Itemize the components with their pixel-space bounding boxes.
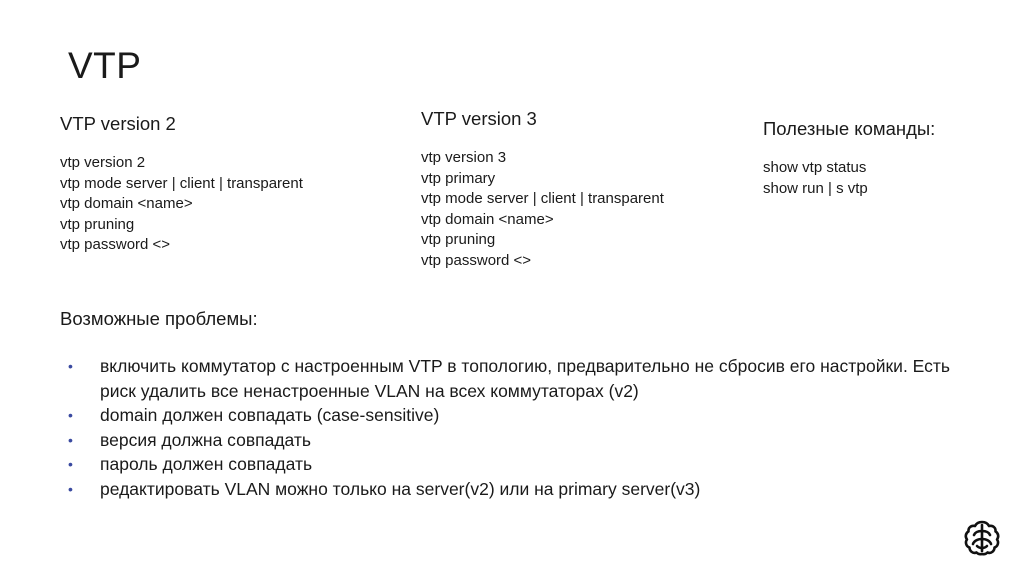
vtp-v2-section: VTP version 2 vtp version 2 vtp mode ser… <box>60 112 303 256</box>
useful-commands-section: Полезные команды: show vtp status show r… <box>763 117 935 199</box>
list-item-text: пароль должен совпадать <box>100 454 313 475</box>
vtp-v3-section: VTP version 3 vtp version 3 vtp primary … <box>421 107 664 272</box>
list-item: • редактировать VLAN можно только на ser… <box>68 477 968 502</box>
list-item: • domain должен совпадать (case-sensitiv… <box>68 403 968 428</box>
slide-title: VTP <box>68 45 142 86</box>
bullet-icon: • <box>68 431 73 448</box>
command-line: vtp mode server | client | transparent <box>60 174 303 192</box>
useful-commands-heading: Полезные команды: <box>763 118 936 139</box>
command-line: show run | s vtp <box>763 179 868 197</box>
list-item: • версия должна совпадать <box>68 428 968 453</box>
bullet-icon: • <box>68 456 73 473</box>
problems-heading: Возможные проблемы: <box>60 308 258 329</box>
brain-logo-icon <box>962 518 1002 558</box>
command-line: vtp version 2 <box>60 154 146 171</box>
command-line: show vtp status <box>763 159 867 176</box>
command-line: vtp password <> <box>60 236 171 254</box>
vtp-v2-command-list: vtp version 2 vtp mode server | client |… <box>60 153 303 256</box>
list-item-text: редактировать VLAN можно только на serve… <box>100 478 701 499</box>
command-line: vtp mode server | client | transparent <box>421 190 664 208</box>
vtp-v2-heading: VTP version 2 <box>60 113 176 134</box>
bullet-icon: • <box>68 480 73 497</box>
command-line: vtp password <> <box>421 251 532 269</box>
command-line: vtp version 3 <box>421 149 507 166</box>
bullet-icon: • <box>68 407 73 424</box>
list-item-text: версия должна совпадать <box>100 429 312 450</box>
list-item: • включить коммутатор с настроенным VTP … <box>68 354 968 403</box>
problems-list: • включить коммутатор с настроенным VTP … <box>68 354 968 502</box>
list-item-text: domain должен совпадать (case-sensitive) <box>100 405 440 426</box>
list-item: • пароль должен совпадать <box>68 452 968 477</box>
command-line: vtp pruning <box>421 231 496 249</box>
bullet-icon: • <box>68 358 73 374</box>
command-line: vtp pruning <box>60 215 135 233</box>
list-item-text: включить коммутатор с настроенным VTP в … <box>100 356 951 401</box>
command-line: vtp domain <name> <box>60 195 193 213</box>
useful-command-list: show vtp status show run | s vtp <box>763 158 935 199</box>
vtp-v3-heading: VTP version 3 <box>421 108 537 129</box>
command-line: vtp domain <name> <box>421 210 554 228</box>
vtp-v3-command-list: vtp version 3 vtp primary vtp mode serve… <box>421 148 664 272</box>
command-line: vtp primary <box>421 169 496 187</box>
